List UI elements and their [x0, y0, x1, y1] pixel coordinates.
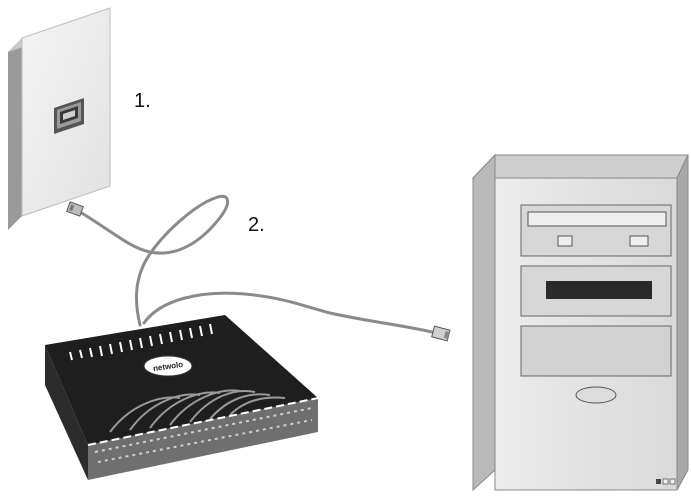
- router-to-computer-cable: [142, 291, 442, 336]
- computer-side: [472, 153, 496, 492]
- router-left-side: [45, 345, 88, 480]
- step-label-1: 1.: [134, 90, 151, 112]
- cable-plug-icon: [431, 325, 451, 342]
- step-label-2: 2.: [248, 214, 265, 236]
- cable-plug-icon: [66, 201, 84, 217]
- router-curve-stripes: [109, 389, 286, 433]
- wall-plate-side: [8, 38, 22, 230]
- indicator-light: [669, 478, 676, 485]
- ethernet-cables: [78, 194, 442, 336]
- cd-indicator: [629, 235, 649, 247]
- router-brand-text: netwolo: [152, 360, 183, 373]
- indicator-light: [656, 479, 661, 484]
- wall-to-router-cable: [78, 194, 230, 327]
- computer-top: [471, 154, 689, 179]
- empty-drive-bay: [520, 325, 672, 377]
- cd-eject-button: [557, 235, 573, 247]
- floppy-slot: [546, 281, 652, 299]
- cd-drive-tray: [527, 211, 667, 227]
- router-top: [45, 315, 318, 445]
- router-brand-badge: [143, 355, 193, 377]
- ethernet-port-icon: [54, 98, 84, 134]
- indicator-light: [662, 478, 669, 485]
- power-button-icon: [575, 386, 617, 404]
- desktop-computer: [471, 153, 689, 492]
- router: netwolo: [45, 315, 319, 480]
- wall-jack-plate: [8, 7, 111, 230]
- router-vent-stripes: [69, 323, 213, 361]
- computer-side-face: [676, 154, 689, 491]
